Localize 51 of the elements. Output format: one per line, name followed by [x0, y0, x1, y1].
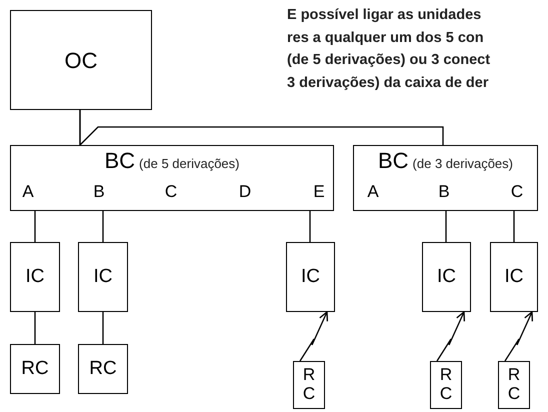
- connector-line: [34, 211, 36, 242]
- box-label: R C: [302, 366, 316, 404]
- box-label: RC: [89, 356, 117, 381]
- port-label: C: [164, 183, 178, 200]
- unit-box: [498, 361, 530, 409]
- unit-box: [430, 361, 462, 409]
- unit-box: [10, 10, 152, 110]
- box-subtitle: (de 5 derivações): [139, 157, 240, 170]
- note-text: E possível ligar as unidades: [287, 6, 482, 25]
- box-label: IC: [437, 264, 456, 289]
- box-label: R C: [438, 366, 454, 404]
- port-label: A: [22, 183, 34, 200]
- box-label: RC: [21, 356, 49, 381]
- note-text: (de 5 derivações) ou 3 conect: [287, 51, 490, 70]
- branch-box: [353, 145, 538, 211]
- unit-box: [78, 344, 128, 394]
- note-text: res a qualquer um dos 5 con: [287, 28, 485, 48]
- wireless-arrow: [299, 311, 328, 362]
- box-label: IC: [26, 264, 44, 289]
- box-label: IC: [94, 264, 112, 289]
- connector-line: [34, 312, 36, 344]
- connector-line: [513, 211, 515, 242]
- port-label: D: [238, 183, 252, 200]
- unit-box: [286, 242, 335, 312]
- wireless-arrow: [436, 311, 466, 362]
- box-title: BC: [104, 150, 136, 172]
- box-title: BC: [378, 150, 409, 172]
- box-label: IC: [301, 264, 320, 289]
- wireless-arrow: [504, 311, 534, 362]
- unit-box: [293, 361, 325, 409]
- port-label: E: [313, 183, 325, 200]
- connector-line: [309, 211, 311, 242]
- unit-box: [490, 242, 538, 312]
- unit-box: [78, 242, 128, 312]
- port-label: C: [510, 183, 524, 200]
- box-label: R C: [506, 366, 522, 404]
- unit-box: [10, 242, 60, 312]
- port-label: A: [367, 183, 379, 200]
- box-label: IC: [504, 264, 524, 289]
- connector-line: [102, 312, 104, 344]
- note-text: 3 derivações) da caixa de der: [287, 74, 490, 92]
- branch-box: [10, 145, 334, 211]
- unit-box: [422, 242, 471, 312]
- box-label: OC: [64, 46, 98, 74]
- connector-line: [79, 110, 444, 147]
- box-subtitle: (de 3 derivações): [412, 157, 513, 170]
- unit-box: [10, 344, 60, 394]
- port-label: B: [93, 183, 105, 200]
- port-label: B: [438, 183, 450, 200]
- connector-line: [445, 211, 447, 242]
- connector-line: [102, 211, 104, 242]
